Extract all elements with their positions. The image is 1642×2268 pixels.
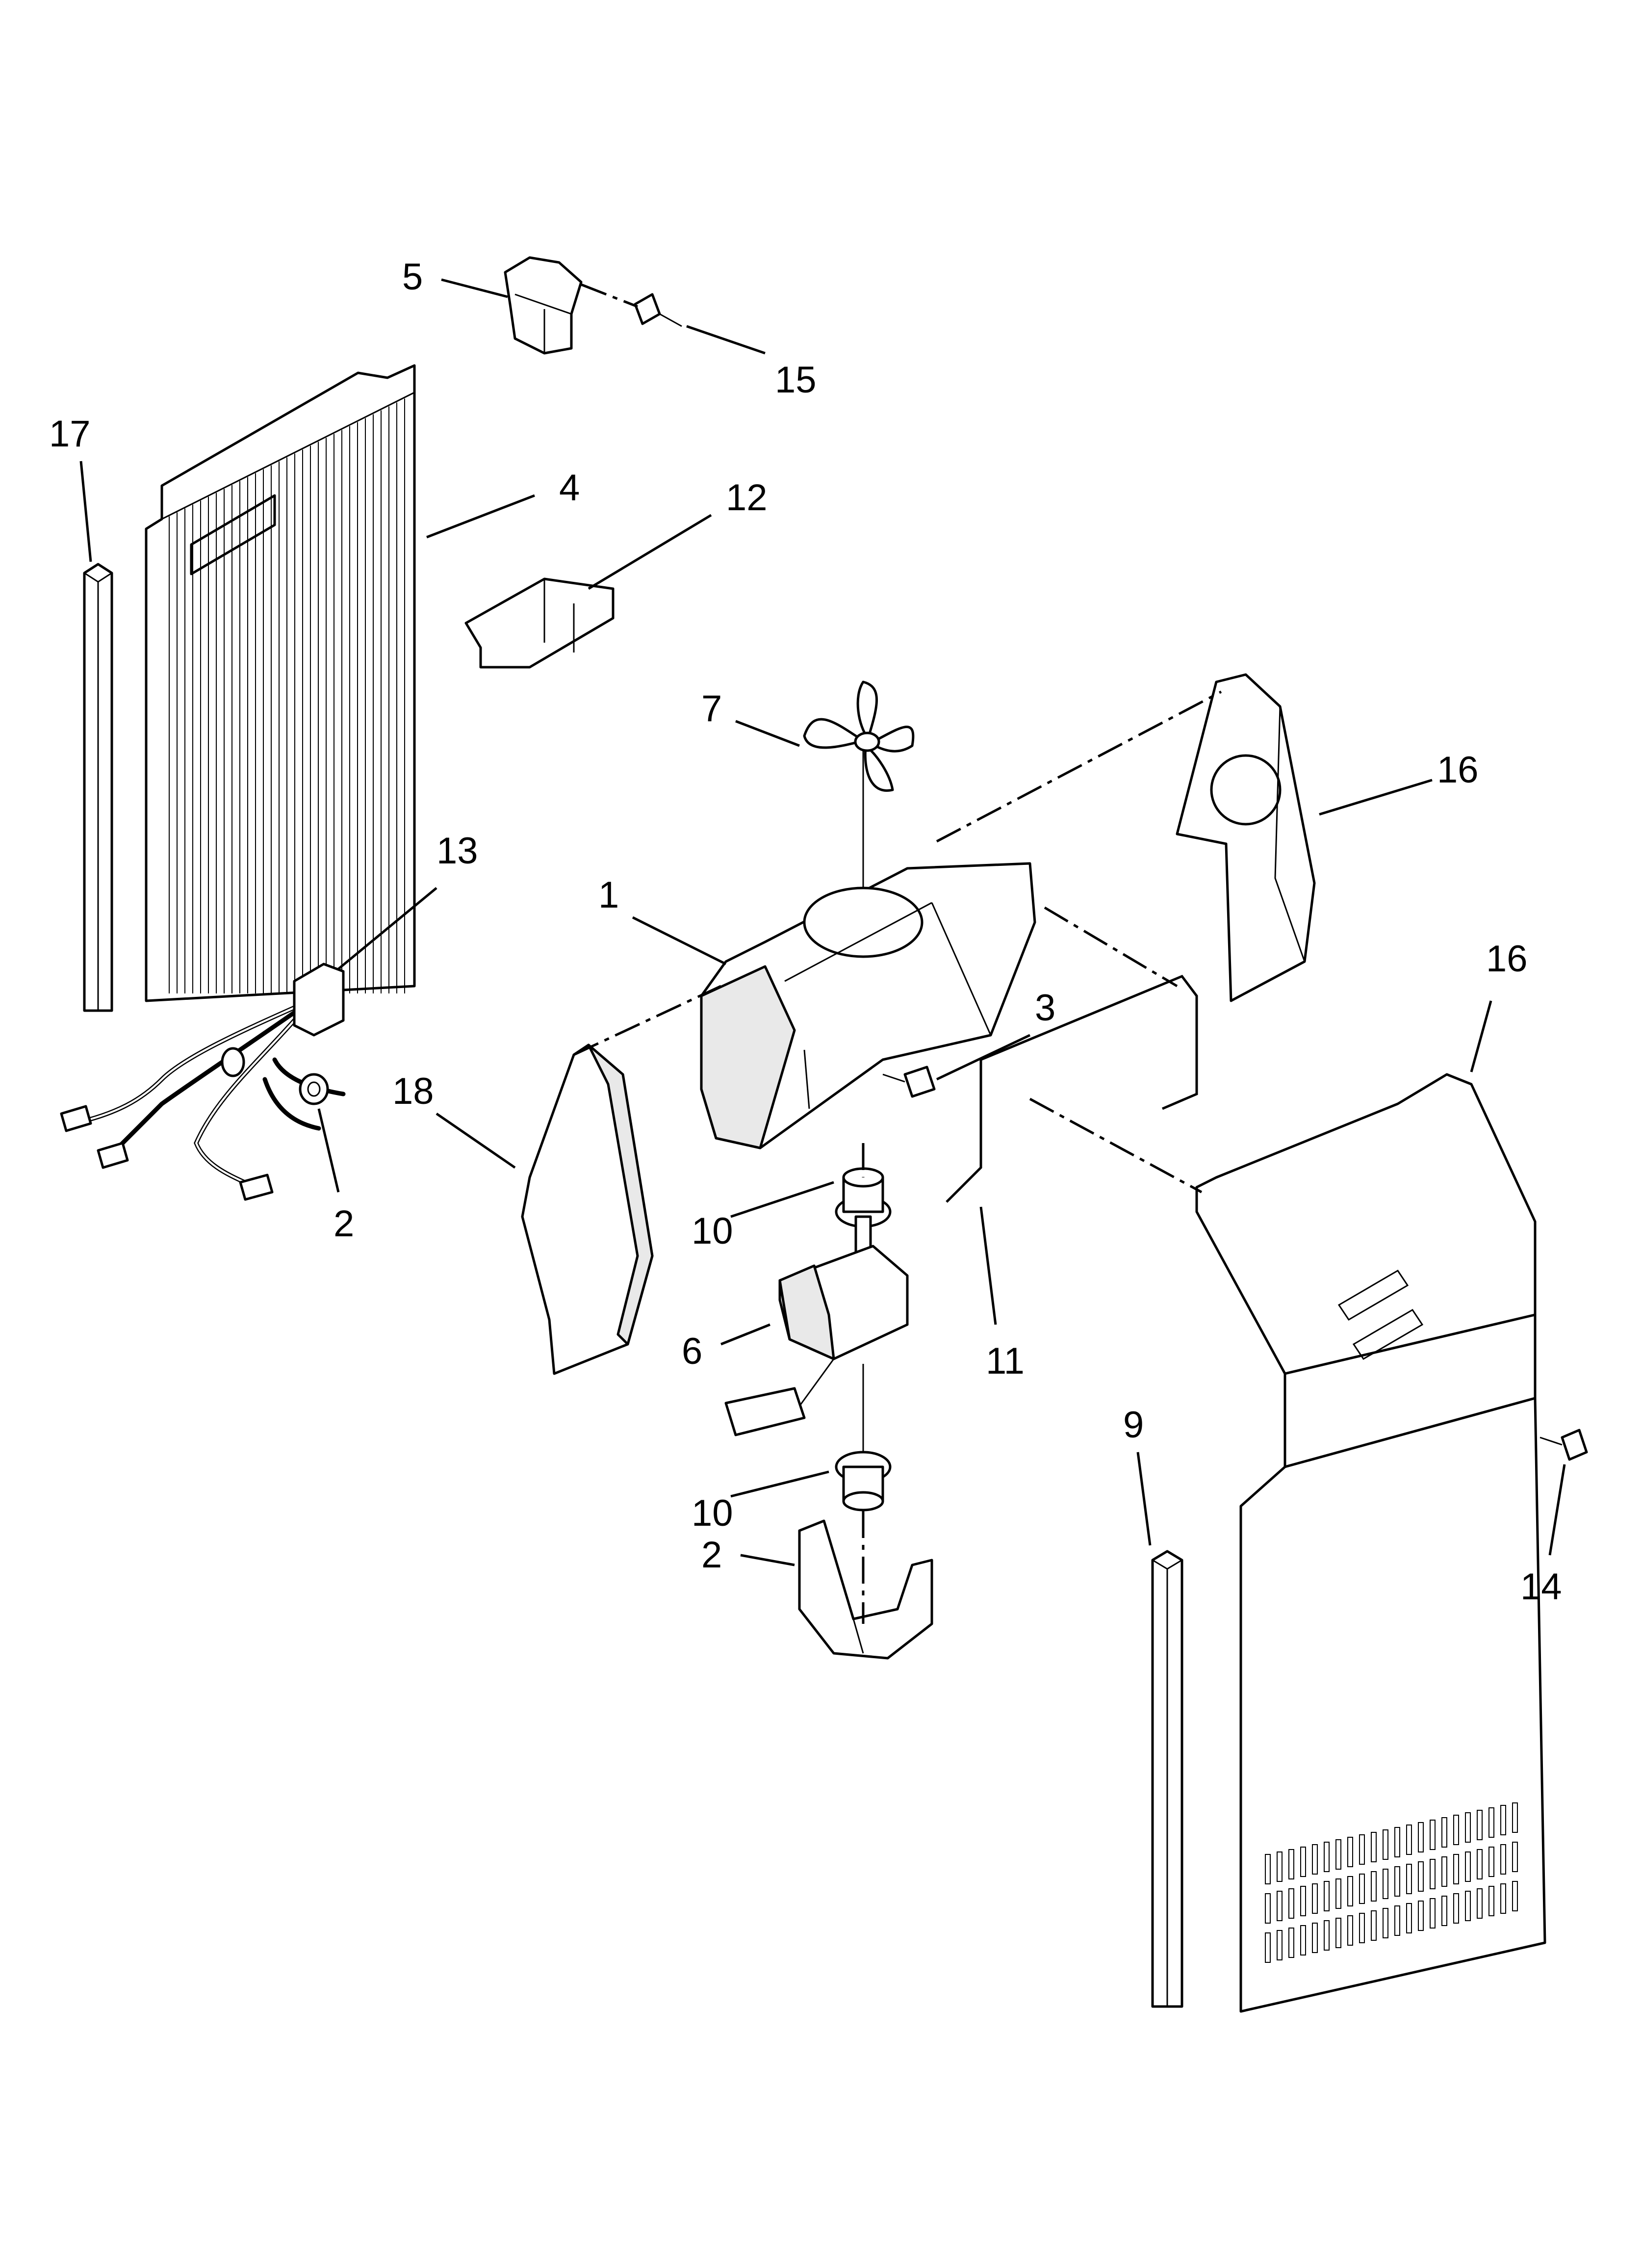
callout-1[interactable]: 1 [598,874,619,916]
callout-5[interactable]: 4 [559,467,580,509]
callout-18[interactable]: 18 [392,1070,434,1112]
callout-2[interactable]: 2 [701,1534,722,1576]
motor-mount-lower[interactable] [835,1451,892,1512]
screw-top[interactable] [634,293,682,327]
callout-14[interactable]: 17 [49,413,91,455]
callout-11[interactable]: 12 [726,477,768,519]
right-insulation[interactable] [1176,673,1316,1002]
evaporator-cover[interactable] [145,364,416,1002]
callout-4[interactable]: 2 [334,1203,354,1245]
callout-6[interactable]: 5 [402,256,423,298]
callout-10-upper[interactable]: 10 [692,1210,733,1252]
callout-10-lower[interactable]: 10 [692,1492,733,1534]
grommet[interactable] [299,1073,329,1105]
left-insulation[interactable] [521,1043,654,1375]
screw[interactable] [882,1066,936,1098]
defrost-sensor-bracket[interactable] [464,577,615,669]
fan-shroud[interactable] [700,862,1036,1149]
callout-12[interactable]: 13 [436,830,478,872]
callout-15[interactable]: 16 [1486,938,1528,980]
foam-strip-left[interactable] [83,563,113,1012]
callout-labels: 5 15 17 4 12 7 16 13 1 16 3 18 2 10 11 6… [49,256,1562,1608]
rear-panel[interactable] [1195,1073,1546,2013]
callout-17[interactable]: 16 [1437,749,1479,791]
wire-clip[interactable] [946,974,1198,1203]
motor-bracket[interactable] [798,1519,933,1660]
callout-16-right[interactable]: 14 [1520,1566,1562,1608]
air-diffuser[interactable] [504,256,583,355]
callout-13[interactable]: 11 [986,1340,1025,1382]
callout-7[interactable]: 6 [682,1330,702,1372]
fan-blade[interactable] [803,680,915,792]
alignment-lines [573,690,1222,1624]
foam-strip-right[interactable] [1151,1550,1183,2008]
screw-right[interactable] [1539,1429,1588,1461]
callout-9[interactable]: 9 [1123,1404,1144,1446]
evaporator-fan-motor[interactable] [724,1215,909,1452]
callout-3[interactable]: 3 [1035,987,1055,1029]
leader-lines [79,278,1566,1566]
wire-harness[interactable] [60,963,346,1201]
callout-16-top[interactable]: 15 [775,359,817,401]
callout-8[interactable]: 7 [701,688,722,730]
